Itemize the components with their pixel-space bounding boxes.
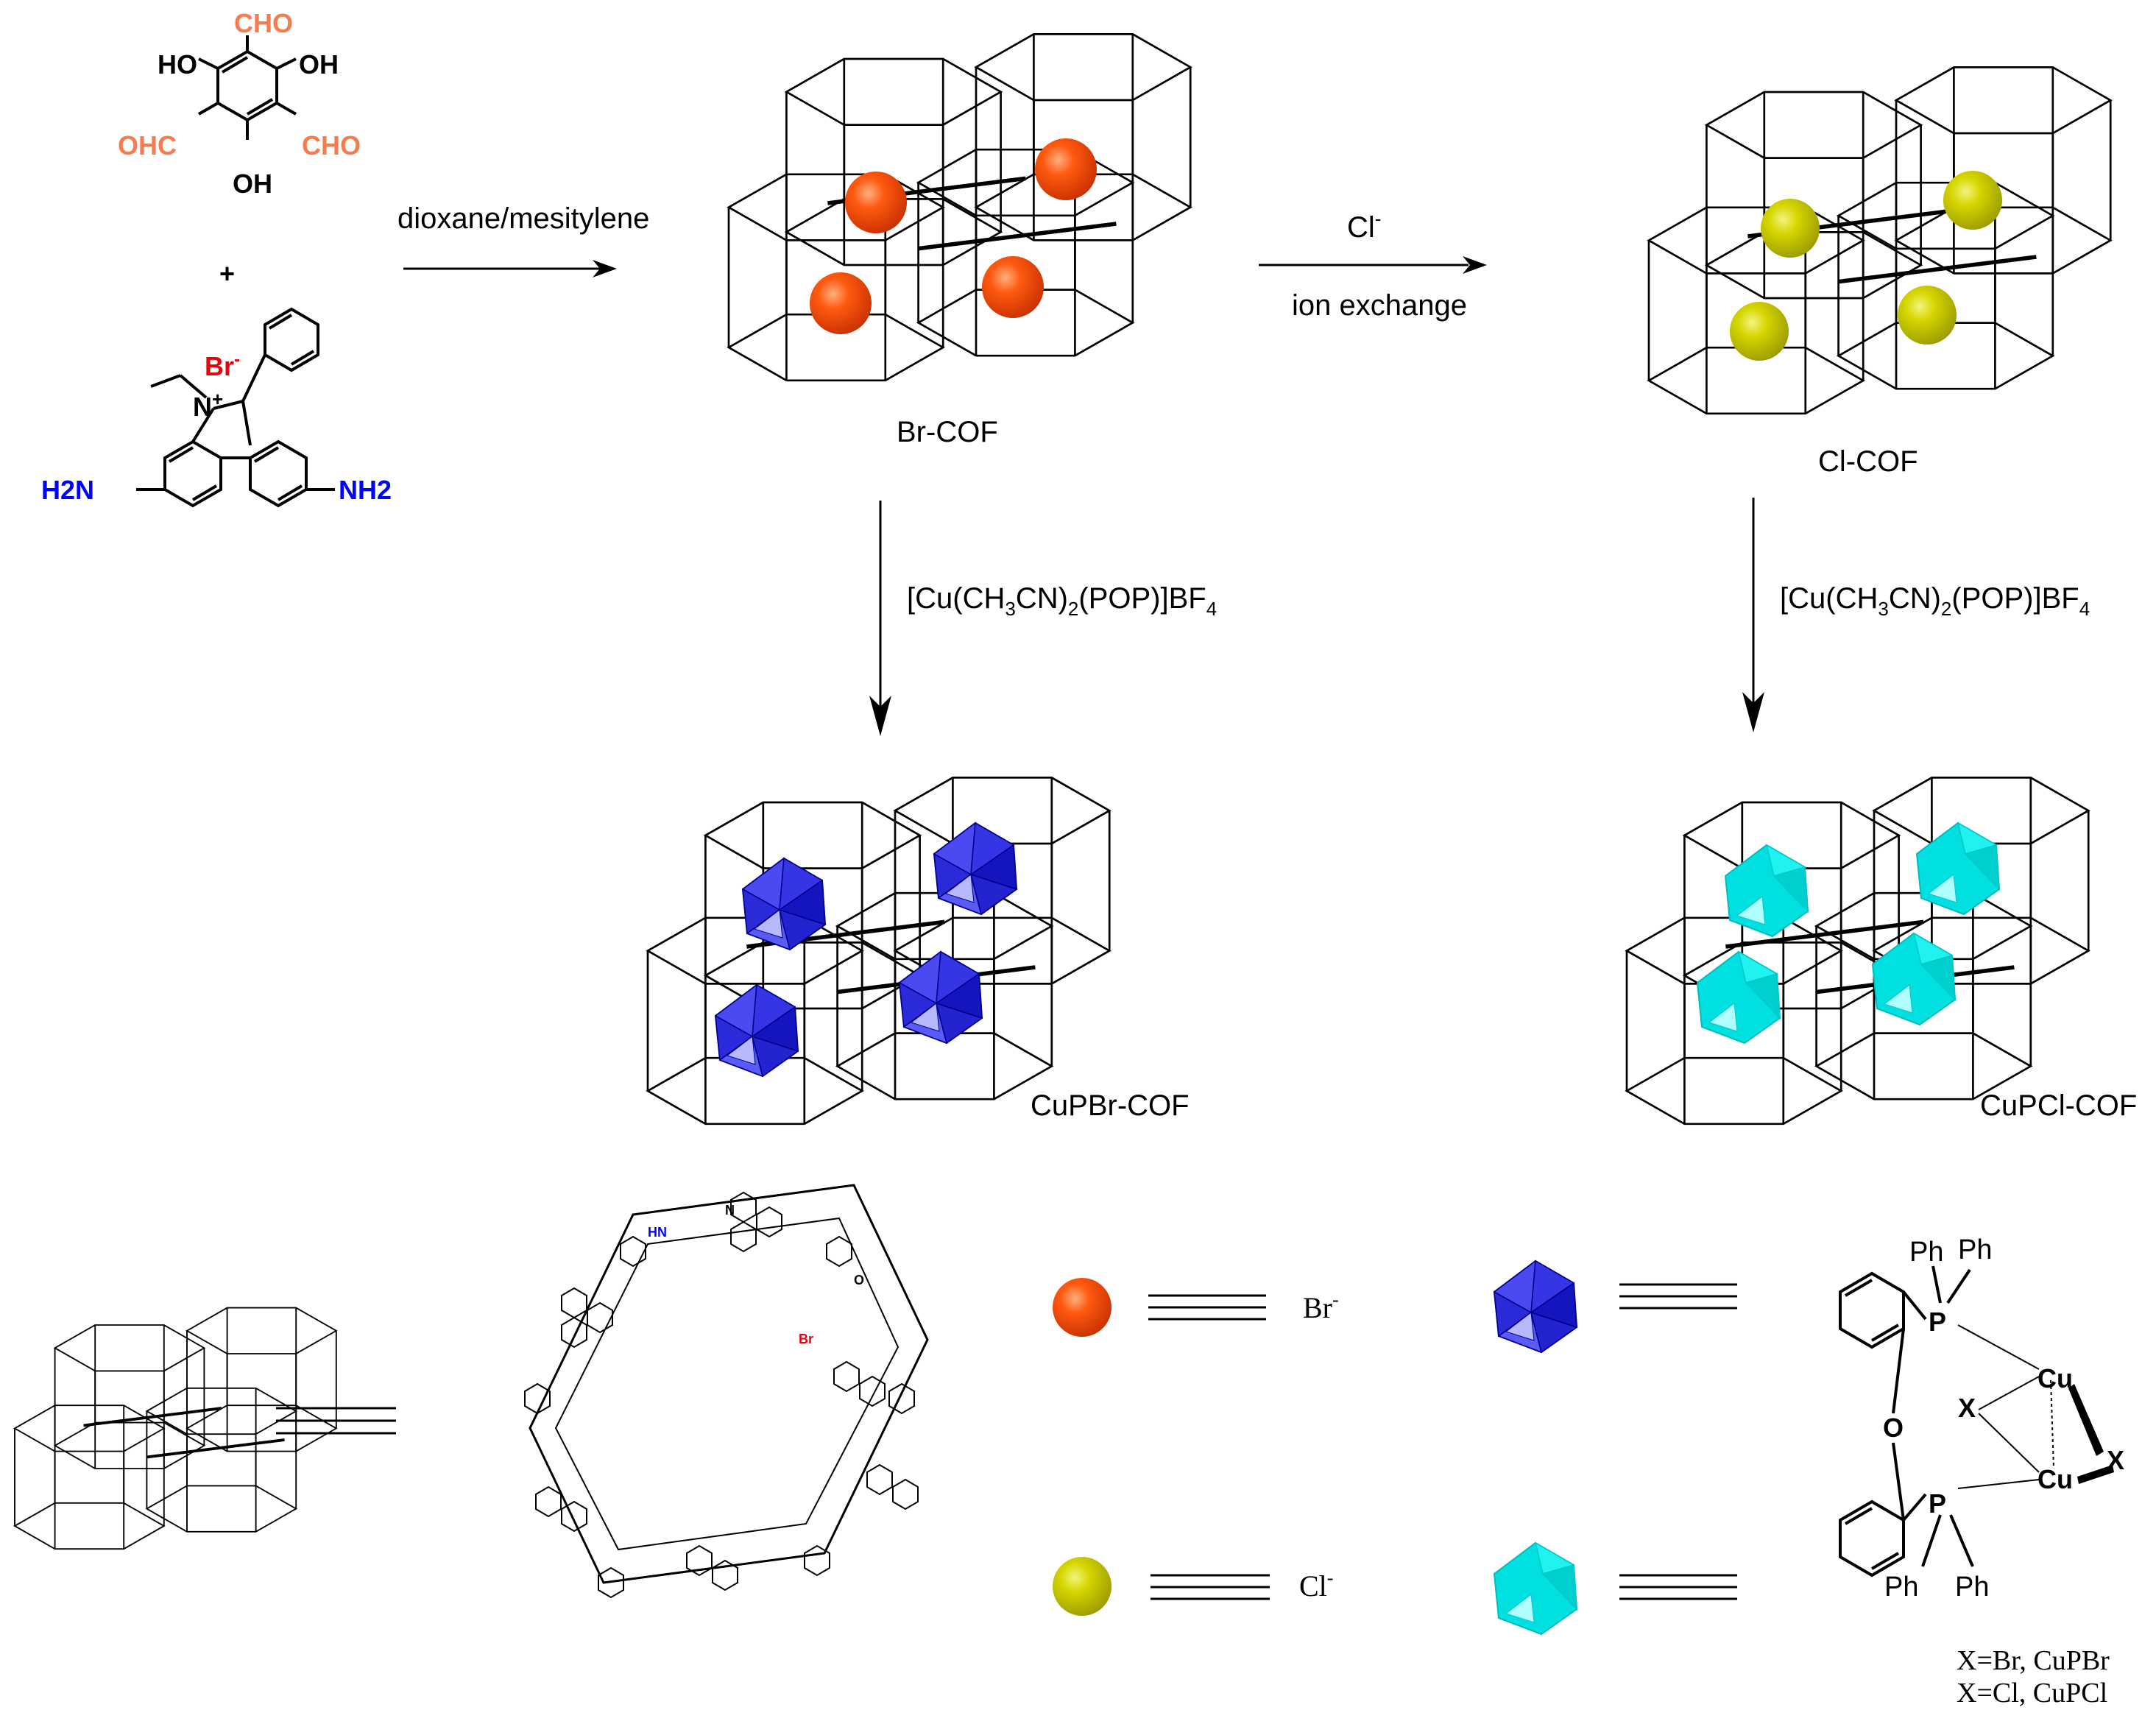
cupbr-cof-label: CuPBr-COF (1031, 1089, 1190, 1122)
cl-cof-framework (1649, 67, 2110, 413)
cho-right-label: CHO (302, 130, 361, 160)
cho-top-label: CHO (234, 8, 293, 38)
cl-spheres (1730, 171, 2002, 361)
cupbr-cluster-legend (1494, 1260, 1577, 1353)
cupbr-equals-sign (1619, 1283, 1737, 1310)
copper-bottom: Cu (2037, 1464, 2073, 1494)
note-br: X=Br, CuPBr (1957, 1645, 2110, 1676)
exchange-reagent: Cl- (1347, 208, 1381, 244)
pore-nh-label: HN (648, 1225, 667, 1240)
br-spheres (810, 138, 1097, 334)
oh-left-label: HO (158, 49, 197, 80)
condensation-conditions: dioxane/mesitylene (397, 202, 649, 235)
cl-cu-arrow (1742, 498, 1764, 732)
ohc-left-label: OHC (118, 130, 177, 160)
pore-o-label: O (854, 1273, 864, 1287)
cl-ion-label: Cl- (1299, 1567, 1333, 1603)
phosphorus-top: P (1929, 1307, 1946, 1337)
br-equals-sign (1148, 1294, 1266, 1321)
cupcl-equals-sign (1619, 1574, 1737, 1600)
note-cl: X=Cl, CuPCl (1957, 1678, 2107, 1709)
nh2-right-label: NH2 (339, 475, 392, 505)
condensation-arrow (403, 260, 617, 278)
pore-br-label: Br (799, 1332, 813, 1346)
cu-complex-structure: Ph Ph Ph Ph P P O Cu Cu X X (1839, 1234, 2124, 1603)
ether-oxygen: O (1883, 1413, 1904, 1443)
cl-equals-sign (1151, 1574, 1270, 1600)
cu-reagent-left: [Cu(CH3CN)2(POP)]BF4 (907, 582, 1217, 620)
cupcl-cluster-legend (1494, 1542, 1577, 1635)
pore-n-label: N (725, 1203, 735, 1218)
nitrogen-label: N+ (193, 388, 223, 422)
cl-sphere-legend (1053, 1557, 1111, 1616)
ph-label-1: Ph (1909, 1237, 1943, 1268)
equals-sign (276, 1407, 396, 1435)
br-cof-framework (729, 34, 1190, 380)
pore-structure: HN N Br O (524, 1184, 929, 1598)
br-ion-label: Br- (1303, 1289, 1339, 1324)
ion-exchange-label: ion exchange (1292, 289, 1467, 322)
oh-bottom-label: OH (233, 169, 272, 199)
cupcl-cof-label: CuPCl-COF (1980, 1089, 2137, 1122)
amine-monomer: Br- N+ H2N NH2 (41, 307, 392, 508)
br-cu-arrow (869, 501, 891, 736)
phosphorus-bottom: P (1929, 1488, 1946, 1519)
ph-label-4: Ph (1955, 1572, 1989, 1603)
plus-sign: + (219, 258, 235, 289)
cu-reagent-right: [Cu(CH3CN)2(POP)]BF4 (1780, 582, 2090, 620)
framework-legend-icon (15, 1308, 336, 1550)
cupbr-clusters (715, 822, 1017, 1077)
halide-left: X (1958, 1393, 1976, 1423)
br-sphere-legend (1053, 1278, 1111, 1337)
ph-label-2: Ph (1958, 1234, 1992, 1265)
ion-exchange-arrow (1259, 256, 1487, 274)
bromide-label: Br- (205, 350, 240, 381)
cupcl-cof-framework (1627, 777, 2088, 1123)
oh-right-label: OH (299, 49, 339, 80)
aldehyde-monomer: CHO HO OH OHC CHO OH (118, 8, 361, 199)
halide-right: X (2107, 1445, 2124, 1475)
br-cof-label: Br-COF (897, 416, 998, 448)
cl-cof-label: Cl-COF (1818, 445, 1918, 478)
ph-label-3: Ph (1884, 1572, 1918, 1603)
nh2-left-label: H2N (41, 475, 94, 505)
cupbr-cof-framework (648, 777, 1109, 1123)
copper-top: Cu (2037, 1363, 2073, 1393)
